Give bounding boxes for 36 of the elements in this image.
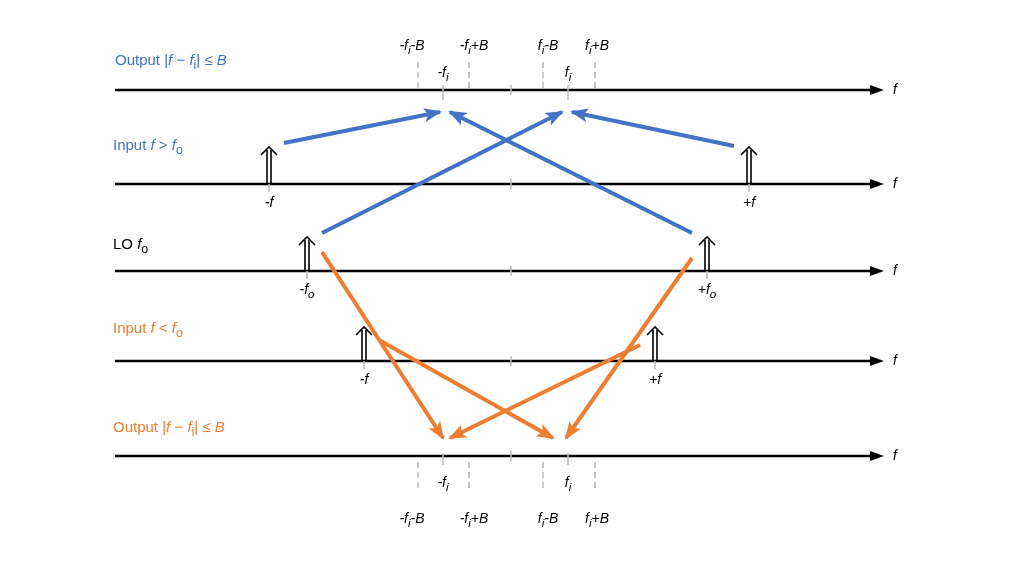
frequency-label: f$_{i}$ xyxy=(564,474,572,495)
arrow xyxy=(283,108,442,145)
arrow xyxy=(448,110,693,235)
frequency-label: -f xyxy=(359,371,369,387)
frequency-label: -f$_{i}$ xyxy=(437,64,449,85)
row-heading: LO f$_{o}$ xyxy=(113,236,149,257)
band-limit-label: -f$_{i}$+B xyxy=(459,37,489,58)
row-heading: Output |f − f$_{i}$| ≤ B xyxy=(113,419,225,440)
band-limit-label: f$_{i}$+B xyxy=(585,37,609,58)
arrow xyxy=(564,256,694,440)
frequency-label: -f xyxy=(264,194,274,210)
row-heading: Output |f − f$_{i}$| ≤ B xyxy=(115,52,227,73)
band-limit-label: f$_{i}$-B xyxy=(537,37,559,58)
frequency-label: +f xyxy=(648,371,662,387)
arrow xyxy=(321,110,564,235)
frequency-label: +f xyxy=(742,194,756,210)
frequency-label: f$_{i}$ xyxy=(564,64,572,85)
axis-label: f xyxy=(893,447,897,463)
band-limit-label: f$_{i}$-B xyxy=(537,510,559,531)
row-heading: Input f < f$_{o}$ xyxy=(113,320,183,341)
axis-label: f xyxy=(893,81,897,97)
arrow xyxy=(320,250,445,440)
frequency-label: -f$_{o}$ xyxy=(299,281,315,302)
arrow xyxy=(448,343,641,440)
axis-label: f xyxy=(893,352,897,368)
row-heading: Input f > f$_{o}$ xyxy=(113,137,183,158)
band-limit-label: f$_{i}$+B xyxy=(585,510,609,531)
band-limit-label: -f$_{i}$-B xyxy=(399,37,425,58)
arrow xyxy=(570,108,735,148)
axis-label: f xyxy=(893,175,897,191)
arrow xyxy=(378,338,555,440)
band-limit-label: -f$_{i}$+B xyxy=(459,510,489,531)
axis-label: f xyxy=(893,262,897,278)
frequency-label: -f$_{i}$ xyxy=(437,474,449,495)
frequency-label: +f$_{o}$ xyxy=(697,281,717,302)
band-limit-label: -f$_{i}$-B xyxy=(399,510,425,531)
